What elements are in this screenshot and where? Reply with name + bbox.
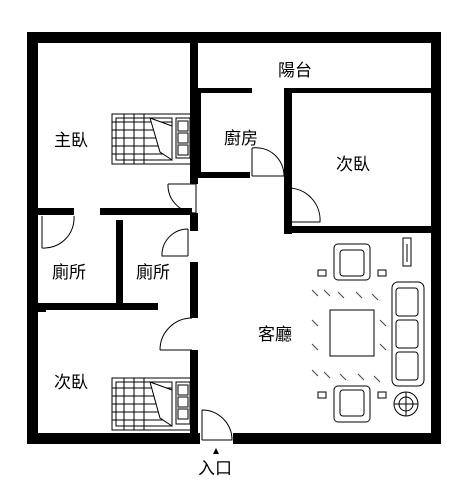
room-label-toilet-1: 廁所 bbox=[52, 263, 86, 283]
room-label-living-room: 客廳 bbox=[258, 325, 292, 345]
outer-walls bbox=[27, 32, 441, 444]
master-bed bbox=[111, 113, 193, 165]
entrance-label: 入口 bbox=[198, 459, 232, 479]
entrance-arrow bbox=[213, 448, 219, 454]
room-label-balcony: 陽台 bbox=[278, 61, 312, 81]
room-label-second-bedroom-right: 次臥 bbox=[336, 155, 370, 175]
room-label-toilet-2: 廁所 bbox=[136, 263, 170, 283]
interior-walls bbox=[38, 40, 436, 442]
room-label-second-bedroom-left: 次臥 bbox=[54, 373, 88, 393]
room-label-kitchen: 廚房 bbox=[224, 129, 258, 149]
room-label-master-bedroom: 主臥 bbox=[54, 131, 88, 151]
doors bbox=[41, 147, 321, 441]
living-room-furniture bbox=[311, 237, 425, 423]
second-bed bbox=[111, 377, 193, 431]
